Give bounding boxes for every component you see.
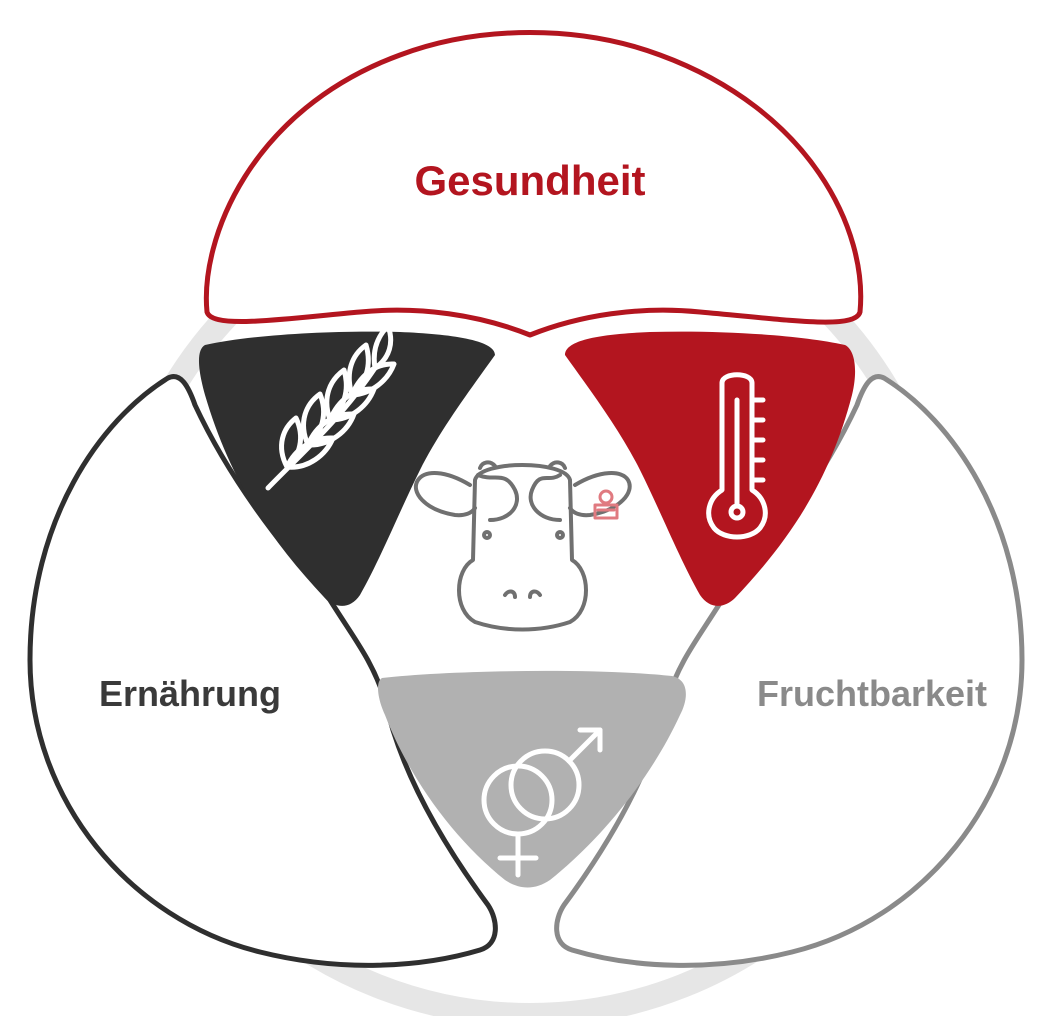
nutrition-label: Ernährung bbox=[99, 673, 281, 714]
fertility-lens bbox=[378, 670, 686, 888]
cow-head-icon bbox=[413, 460, 632, 632]
nutrition-lens bbox=[198, 331, 495, 606]
health-lens bbox=[565, 331, 856, 606]
thermometer-icon bbox=[706, 372, 768, 540]
wheat-icon bbox=[265, 323, 397, 491]
health-petal bbox=[203, 30, 864, 338]
health-label: Gesundheit bbox=[414, 157, 645, 204]
gender-symbols-icon bbox=[481, 727, 603, 878]
ear-tag-icon bbox=[593, 489, 619, 520]
fertility-label: Fruchtbarkeit bbox=[757, 673, 987, 714]
